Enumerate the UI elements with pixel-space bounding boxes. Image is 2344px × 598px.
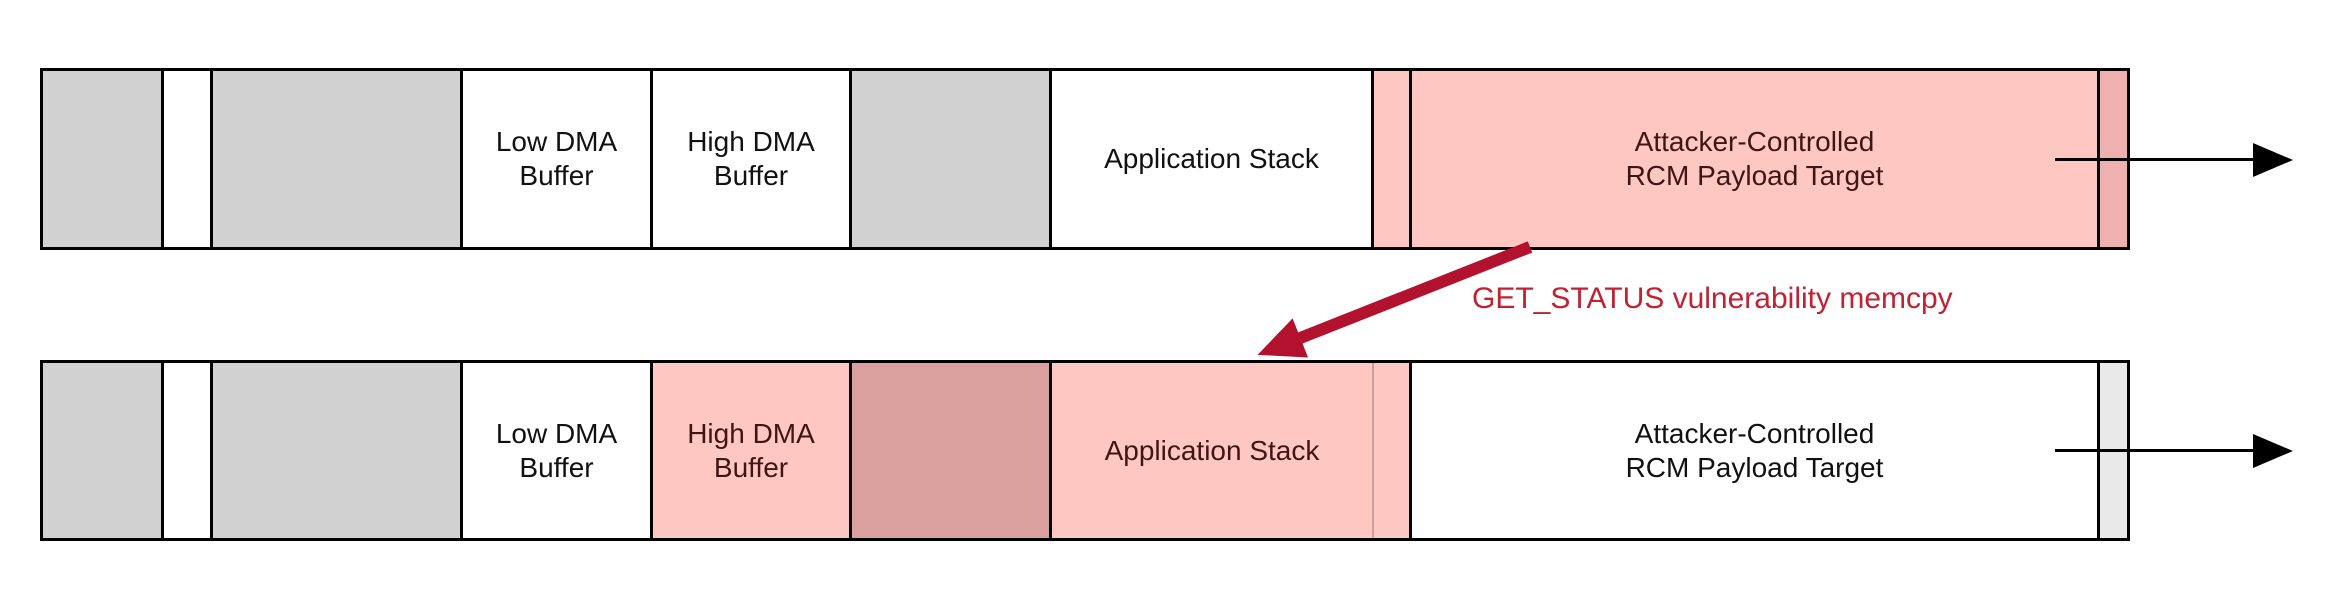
segment-gap [164,363,213,538]
arrow-shaft [2055,449,2259,452]
segment-overwritten-region [852,363,1052,538]
arrow-shaft [2055,158,2259,161]
high-dma-buffer-label: High DMA Buffer [687,126,815,191]
low-dma-buffer-label: Low DMA Buffer [495,417,618,483]
attacker-payload-label: Attacker-Controlled RCM Payload Target [1625,126,1884,191]
memcpy-annotation: GET_STATUS vulnerability memcpy [1472,282,1953,315]
segment-reserved-3 [852,71,1052,247]
segment-high-dma-buffer-overwritten: High DMA Buffer [653,363,852,538]
segment-low-dma-buffer: Low DMA Buffer [463,71,653,247]
segment-application-stack: Application Stack [1052,71,1374,247]
segment-attacker-payload-target: Attacker-Controlled RCM Payload Target [1412,71,2100,247]
segment-reserved-2 [213,71,463,247]
arrow-head [2253,434,2293,468]
segment-payload-sliver [1374,363,1412,538]
attacker-payload-label: Attacker-Controlled RCM Payload Target [1625,417,1884,483]
segment-payload-sliver [1374,71,1412,247]
high-dma-buffer-label: High DMA Buffer [687,417,815,483]
segment-reserved-2 [213,363,463,538]
segment-attacker-payload-target: Attacker-Controlled RCM Payload Target [1412,363,2100,538]
memory-bar-before: Low DMA Buffer High DMA Buffer Applicati… [40,68,2130,250]
segment-low-dma-buffer: Low DMA Buffer [463,363,653,538]
segment-gap [164,71,213,247]
arrow-right-icon [2055,434,2293,468]
segment-application-stack-overwritten: Application Stack [1052,363,1374,538]
segment-reserved-1 [43,363,164,538]
low-dma-buffer-label: Low DMA Buffer [495,126,618,191]
application-stack-label: Application Stack [1104,143,1319,174]
segment-reserved-1 [43,71,164,247]
segment-high-dma-buffer: High DMA Buffer [653,71,852,247]
arrow-right-icon [2055,143,2293,177]
arrow-head [2253,143,2293,177]
application-stack-label: Application Stack [1104,434,1320,466]
memory-bar-after: Low DMA Buffer High DMA Buffer Applicati… [40,360,2130,541]
